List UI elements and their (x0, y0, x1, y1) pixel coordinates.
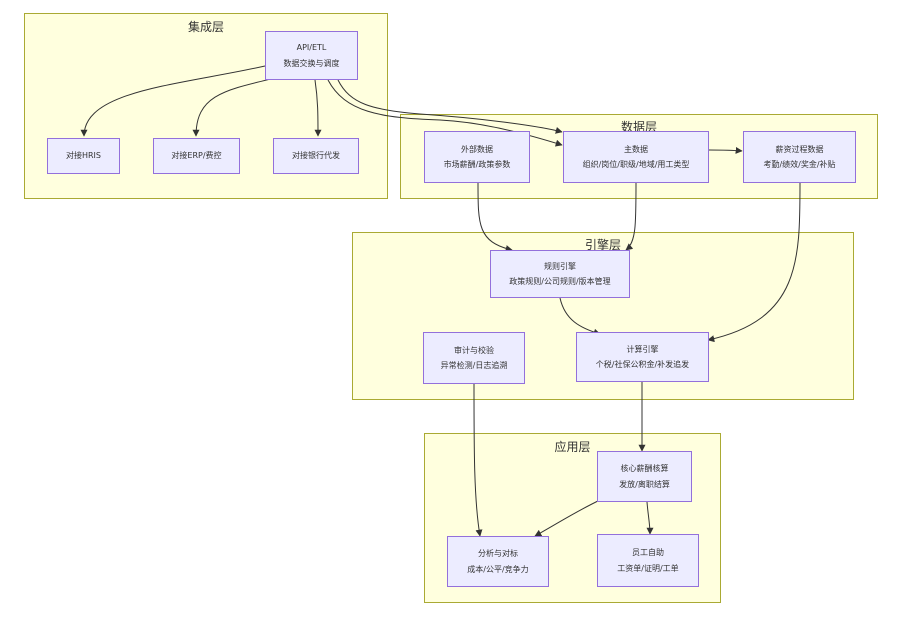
node-api-etl[interactable]: API/ETL 数据交换与调度 (265, 31, 358, 80)
node-master-data-title: 主数据 (624, 144, 648, 154)
node-bank-title: 对接银行代发 (292, 151, 340, 161)
node-bank[interactable]: 对接银行代发 (273, 138, 359, 174)
node-core-payroll-desc: 发放/离职结算 (619, 479, 670, 489)
node-rule-engine-title: 规则引擎 (544, 261, 576, 271)
node-master-data-desc: 组织/岗位/职级/地域/用工类型 (582, 160, 690, 169)
node-external-data-desc: 市场薪酬/政策参数 (443, 160, 511, 169)
node-external-data-title: 外部数据 (461, 144, 493, 154)
node-api-etl-title: API/ETL (296, 43, 327, 53)
node-erp[interactable]: 对接ERP/费控 (153, 138, 240, 174)
node-master-data[interactable]: 主数据 组织/岗位/职级/地域/用工类型 (563, 131, 709, 183)
node-employee-self-service-title: 员工自助 (632, 548, 664, 558)
node-calc-engine-desc: 个税/社保公积金/补发追发 (595, 360, 690, 369)
node-hris-title: 对接HRIS (65, 151, 101, 161)
node-process-data-title: 薪资过程数据 (775, 144, 824, 154)
node-analysis-title: 分析与对标 (478, 549, 518, 559)
node-employee-self-service-desc: 工资单/证明/工单 (617, 563, 679, 573)
node-calc-engine-title: 计算引擎 (626, 344, 659, 354)
node-core-payroll-title: 核心薪酬核算 (620, 464, 669, 474)
node-analysis-desc: 成本/公平/竞争力 (467, 564, 529, 574)
node-process-data[interactable]: 薪资过程数据 考勤/绩效/奖金/补贴 (743, 131, 856, 183)
engine-layer-title: 引擎层 (584, 238, 621, 252)
node-calc-engine[interactable]: 计算引擎 个税/社保公积金/补发追发 (576, 332, 709, 382)
data-layer-title: 数据层 (620, 120, 657, 134)
node-hris[interactable]: 对接HRIS (47, 138, 120, 174)
node-audit-desc: 异常检测/日志追溯 (440, 361, 508, 370)
node-rule-engine-desc: 政策规则/公司规则/版本管理 (509, 277, 611, 286)
node-audit[interactable]: 审计与校验 异常检测/日志追溯 (423, 332, 525, 384)
application-layer-title: 应用层 (554, 440, 591, 454)
node-erp-title: 对接ERP/费控 (171, 151, 222, 161)
node-external-data[interactable]: 外部数据 市场薪酬/政策参数 (424, 131, 530, 183)
node-employee-self-service[interactable]: 员工自助 工资单/证明/工单 (597, 534, 699, 587)
node-core-payroll[interactable]: 核心薪酬核算 发放/离职结算 (597, 451, 692, 502)
integration-layer-title: 集成层 (187, 20, 224, 34)
node-process-data-desc: 考勤/绩效/奖金/补贴 (763, 160, 836, 169)
node-audit-title: 审计与校验 (454, 345, 494, 355)
node-api-etl-desc: 数据交换与调度 (283, 58, 340, 68)
node-analysis[interactable]: 分析与对标 成本/公平/竞争力 (447, 536, 549, 587)
node-rule-engine[interactable]: 规则引擎 政策规则/公司规则/版本管理 (490, 250, 630, 298)
